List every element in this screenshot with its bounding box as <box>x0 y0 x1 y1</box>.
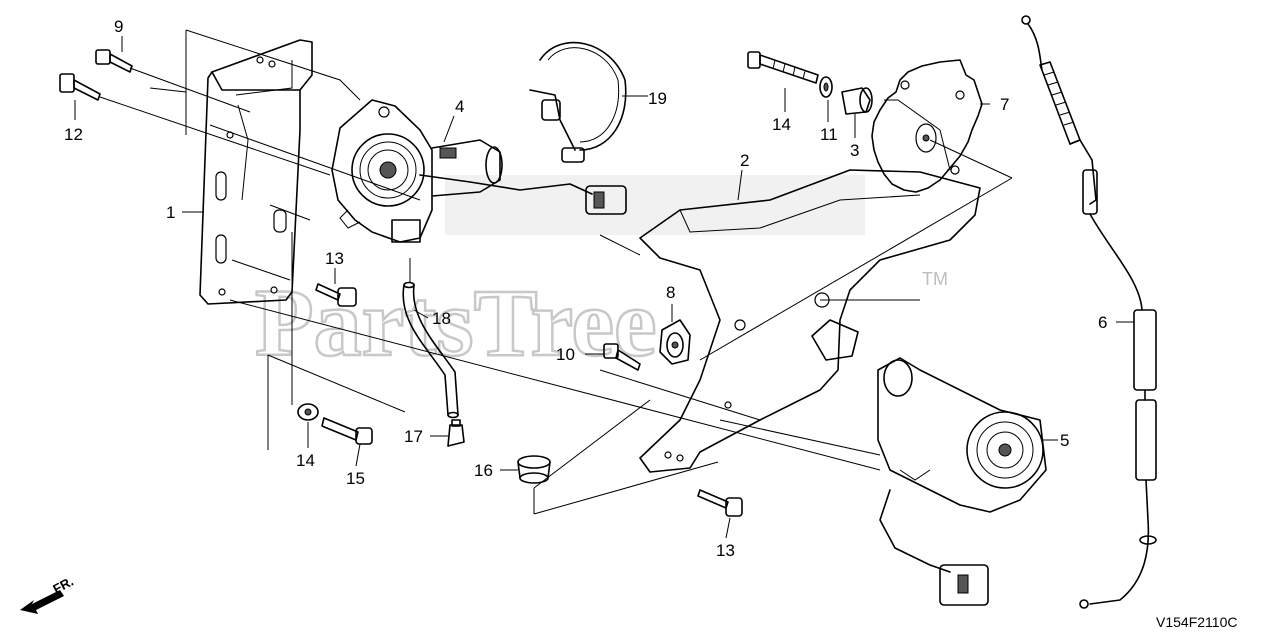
callout-6: 6 <box>1098 313 1107 332</box>
bolt-16 <box>321 417 373 445</box>
sensor-harness <box>529 41 627 163</box>
callout-3: 3 <box>850 141 859 160</box>
callout-2: 2 <box>740 151 749 170</box>
callout-14: 14 <box>772 115 791 134</box>
callouts: 9 12 1 4 13 18 19 2 14 11 3 7 8 10 6 5 1… <box>64 17 1107 560</box>
washer-15 <box>297 403 319 421</box>
callout-11: 11 <box>820 125 838 144</box>
motor-upper <box>331 99 627 243</box>
callout-16: 15 <box>346 469 365 488</box>
assembly-lines <box>99 29 1013 515</box>
callout-12: 12 <box>64 125 83 144</box>
bolt-10 <box>603 343 641 371</box>
callout-19: 18 <box>432 309 451 328</box>
callout-4: 4 <box>455 97 464 116</box>
hose-fitting <box>447 419 465 447</box>
bracket-plate <box>199 39 313 305</box>
control-cable <box>1021 15 1157 609</box>
motor-cover <box>639 169 981 473</box>
callout-10: 10 <box>556 345 575 364</box>
bolt-12 <box>59 73 101 101</box>
callout-9: 9 <box>114 17 123 36</box>
motor-lower <box>877 357 1047 606</box>
watermark-dot-band <box>445 175 865 235</box>
grommet-large <box>517 455 551 484</box>
callout-5: 5 <box>1060 431 1069 450</box>
callout-15: 14 <box>296 451 315 470</box>
washer <box>819 76 833 98</box>
callout-13-lower: 13 <box>716 541 735 560</box>
callout-1: 1 <box>166 203 175 222</box>
callout-7: 7 <box>1000 95 1009 114</box>
callout-8: 8 <box>666 283 675 302</box>
bolt-13-upper <box>315 283 357 307</box>
grommet-small <box>659 319 691 365</box>
collar <box>841 87 873 115</box>
callout-13-upper: 13 <box>325 249 344 268</box>
callout-18: 17 <box>404 427 423 446</box>
front-arrow-icon <box>20 590 64 614</box>
diagram-code: V154F2110C <box>1156 614 1237 630</box>
bolt-9 <box>95 49 133 73</box>
callout-leaders <box>74 36 1134 539</box>
callout-20: 19 <box>648 89 667 108</box>
hose <box>402 258 459 419</box>
watermark-trademark: TM <box>922 269 948 289</box>
gear-sector <box>871 59 983 193</box>
bolt-13-lower <box>697 489 743 517</box>
bolt-long <box>747 51 819 84</box>
front-direction-indicator: FR. <box>20 574 76 614</box>
callout-17: 16 <box>474 461 493 480</box>
